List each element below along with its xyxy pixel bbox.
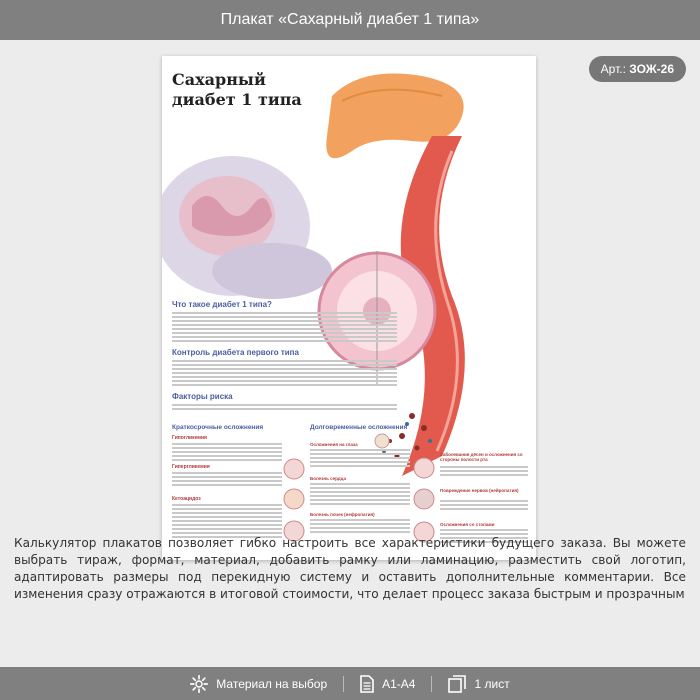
- section-control-text: [172, 360, 397, 388]
- sub-heart: Болезнь сердца: [310, 476, 346, 481]
- section-long: Долговременные осложнения: [310, 424, 408, 431]
- gear-icon: [190, 674, 209, 693]
- poster-title: Сахарный диабет 1 типа: [172, 70, 302, 110]
- blood-cells: [388, 413, 427, 459]
- sub-eyes-text: [310, 449, 410, 469]
- footer-format-label: А1-А4: [382, 676, 416, 691]
- sub-feet-text: [440, 529, 528, 545]
- sub-nerves: Повреждение нервов (нейропатия): [440, 488, 519, 493]
- footer-sheets-label: 1 лист: [474, 676, 510, 691]
- section-control: Контроль диабета первого типа: [172, 348, 299, 357]
- document-icon: [360, 674, 374, 693]
- footer-format: А1-А4: [360, 674, 416, 693]
- footer-divider: [343, 675, 345, 692]
- poster-image[interactable]: Сахарный диабет 1 типа Что такое диабет …: [162, 56, 536, 560]
- section-what: Что такое диабет 1 типа?: [172, 300, 272, 309]
- article-badge: Арт.: ЗОЖ-26: [588, 56, 686, 82]
- lower-body: [212, 243, 332, 299]
- sub-ketoacidosis-text: [172, 504, 282, 540]
- footer-material: Материал на выбор: [190, 674, 328, 693]
- sub-kidney-text: [310, 519, 410, 535]
- sub-hypoglycemia: Гипогликемия: [172, 435, 207, 441]
- section-risk-text: [172, 404, 397, 412]
- sub-gums-text: [440, 466, 528, 478]
- article-prefix: Арт.:: [600, 62, 626, 76]
- sheets-icon: [448, 674, 467, 693]
- poster-title-line2: диабет 1 типа: [172, 90, 302, 109]
- footer-divider: [431, 675, 433, 692]
- footer-sheets: 1 лист: [448, 674, 510, 693]
- footer-bar: Материал на выбор А1-А4 1 лист: [0, 667, 700, 700]
- section-short: Краткосрочные осложнения: [172, 424, 264, 431]
- sub-heart-text: [310, 483, 410, 507]
- sub-kidney: Болезнь почек (нефропатия): [310, 512, 375, 517]
- poster-illustration: [162, 73, 465, 543]
- section-what-text: [172, 312, 397, 344]
- poster-preview-area: Арт.: ЗОЖ-26: [0, 40, 700, 567]
- article-code: ЗОЖ-26: [629, 62, 674, 76]
- section-risk: Факторы риска: [172, 392, 233, 401]
- footer-material-label: Материал на выбор: [216, 676, 328, 691]
- page-header: Плакат «Сахарный диабет 1 типа»: [0, 0, 700, 40]
- page-title: Плакат «Сахарный диабет 1 типа»: [220, 11, 480, 28]
- sub-hypoglycemia-text: [172, 443, 282, 463]
- sub-gums: Заболевания дёсен и осложнения со сторон…: [440, 452, 523, 462]
- sub-eyes: Осложнения на глаза: [310, 442, 358, 447]
- intestines: [192, 196, 272, 236]
- sub-ketoacidosis: Кетоацидоз: [172, 496, 201, 502]
- sub-hyperglycemia: Гипергликемия: [172, 464, 210, 470]
- sub-feet: Осложнения со стопами: [440, 522, 495, 527]
- sub-nerves-text: [440, 500, 528, 512]
- product-description: Калькулятор плакатов позволяет гибко нас…: [14, 536, 686, 601]
- poster-title-line1: Сахарный: [172, 70, 266, 89]
- sub-hyperglycemia-text: [172, 472, 282, 488]
- complication-icons: [283, 457, 435, 543]
